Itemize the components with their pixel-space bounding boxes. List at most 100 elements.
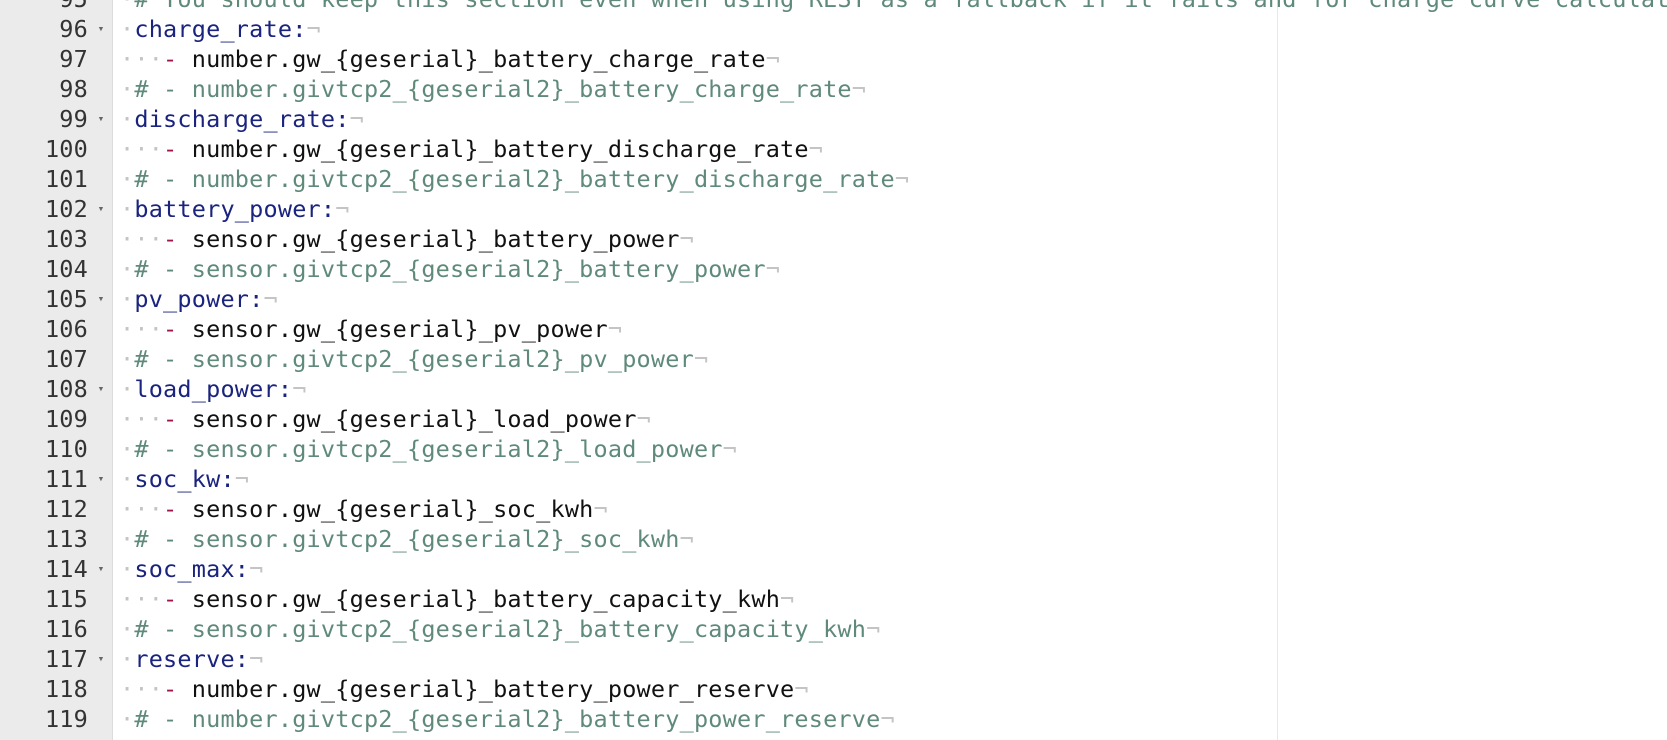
eol-marker: ¬	[679, 225, 694, 253]
line-text[interactable]: ···- sensor.gw_{geserial}_pv_power¬	[120, 314, 622, 344]
code-line[interactable]: 118 ···- number.gw_{geserial}_battery_pow…	[0, 674, 1667, 704]
code-line[interactable]: 101 ·# - number.givtcp2_{geserial2}_batte…	[0, 164, 1667, 194]
yaml-value: number.gw_{geserial}_battery_discharge_r…	[191, 135, 809, 163]
line-text[interactable]: ·# You should keep this section even whe…	[120, 0, 1667, 14]
fold-toggle-icon[interactable]: ▾	[97, 292, 105, 305]
fold-toggle-icon[interactable]: ▾	[97, 652, 105, 665]
code-line[interactable]: 99▾·discharge_rate:¬	[0, 104, 1667, 134]
line-text[interactable]: ·reserve:¬	[120, 644, 264, 674]
line-text[interactable]: ···- number.gw_{geserial}_battery_charge…	[120, 44, 780, 74]
eol-marker: ¬	[349, 105, 364, 133]
line-text[interactable]: ···- sensor.gw_{geserial}_soc_kwh¬	[120, 494, 608, 524]
code-line[interactable]: 110·# - sensor.givtcp2_{geserial2}_load_…	[0, 434, 1667, 464]
line-text[interactable]: ·charge_rate:¬	[120, 14, 321, 44]
fold-toggle-icon[interactable]: ▾	[97, 382, 105, 395]
code-line[interactable]: 107 ·# - sensor.givtcp2_{geserial2}_pv_po…	[0, 344, 1667, 374]
eol-marker: ¬	[851, 75, 867, 103]
code-line[interactable]: 114 ▾ ·soc_max:¬	[0, 554, 1667, 584]
line-number: 117	[44, 645, 88, 673]
line-number: 112	[44, 495, 88, 523]
code-line[interactable]: 102▾·battery_power:¬	[0, 194, 1667, 224]
indent-marker: ·	[120, 555, 135, 583]
code-line[interactable]: 116·# - sensor.givtcp2_{geserial2}_batte…	[0, 614, 1667, 644]
yaml-value: number.gw_{geserial}_battery_charge_rate	[191, 45, 766, 73]
yaml-key: battery_power:	[134, 195, 336, 223]
code-line[interactable]: 95·# You should keep this section even w…	[0, 0, 1667, 14]
code-line[interactable]: 112 ···- sensor.gw_{geserial}_soc_kwh¬	[0, 494, 1667, 524]
eol-marker: ¬	[335, 195, 350, 223]
indent-marker: ·	[120, 285, 135, 313]
line-number: 119	[44, 705, 88, 733]
line-number: 114	[44, 555, 88, 583]
code-line[interactable]: 111▾·soc_kw:¬	[0, 464, 1667, 494]
line-text[interactable]: ·soc_kw:¬	[120, 464, 249, 494]
indent-marker: ·	[120, 105, 135, 133]
comment-value: sensor.givtcp2_{geserial2}_pv_power	[191, 345, 694, 373]
code-line[interactable]: 105▾·pv_power:¬	[0, 284, 1667, 314]
line-text[interactable]: ···- sensor.gw_{geserial}_battery_capaci…	[120, 584, 794, 614]
code-line[interactable]: 100 ···- number.gw_{geserial}_battery_dis…	[0, 134, 1667, 164]
eol-marker: ¬	[880, 705, 895, 733]
yaml-key: soc_kw:	[134, 465, 235, 493]
line-text[interactable]: ·# - sensor.givtcp2_{geserial2}_pv_power…	[120, 344, 708, 374]
code-line[interactable]: 119 ·# - number.givtcp2_{geserial2}_batte…	[0, 704, 1667, 734]
line-number: 115	[44, 585, 88, 613]
indent-marker: ···	[120, 225, 164, 253]
eol-marker: ¬	[234, 465, 250, 493]
line-text[interactable]: ·# - number.givtcp2_{geserial2}_battery_…	[120, 164, 909, 194]
eol-marker: ¬	[306, 15, 321, 43]
line-text[interactable]: ·# - sensor.givtcp2_{geserial2}_battery_…	[120, 614, 881, 644]
line-number: 100	[44, 135, 88, 163]
yaml-value: sensor.gw_{geserial}_battery_power	[191, 225, 680, 253]
line-text[interactable]: ·pv_power:¬	[120, 284, 278, 314]
indent-marker: ·	[120, 375, 135, 403]
fold-toggle-icon[interactable]: ▾	[97, 112, 105, 125]
code-line[interactable]: 106 ···- sensor.gw_{geserial}_pv_power¬	[0, 314, 1667, 344]
comment-value: sensor.givtcp2_{geserial2}_battery_power	[191, 255, 766, 283]
code-line[interactable]: 117 ▾ ·reserve:¬	[0, 644, 1667, 674]
line-text[interactable]: ·# - number.givtcp2_{geserial2}_battery_…	[120, 74, 866, 104]
code-line[interactable]: 97···- number.gw_{geserial}_battery_char…	[0, 44, 1667, 74]
line-text[interactable]: ···- sensor.gw_{geserial}_battery_power¬	[120, 224, 694, 254]
yaml-value: sensor.gw_{geserial}_battery_capacity_kw…	[191, 585, 781, 613]
line-number: 101	[44, 165, 88, 193]
code-line[interactable]: 109···- sensor.gw_{geserial}_load_power¬	[0, 404, 1667, 434]
indent-marker: ···	[120, 495, 164, 523]
code-line[interactable]: 103···- sensor.gw_{geserial}_battery_pow…	[0, 224, 1667, 254]
line-text[interactable]: ·# - sensor.givtcp2_{geserial2}_battery_…	[120, 254, 780, 284]
line-text[interactable]: ·battery_power:¬	[120, 194, 350, 224]
eol-marker: ¬	[679, 525, 694, 553]
indent-marker: ·	[120, 645, 135, 673]
code-line[interactable]: 115 ···- sensor.gw_{geserial}_battery_cap…	[0, 584, 1667, 614]
code-line[interactable]: 98·# - number.givtcp2_{geserial2}_batter…	[0, 74, 1667, 104]
code-line[interactable]: 113·# - sensor.givtcp2_{geserial2}_soc_k…	[0, 524, 1667, 554]
comment-value: number.givtcp2_{geserial2}_battery_charg…	[191, 75, 852, 103]
code-line[interactable]: 96▾·charge_rate:¬	[0, 14, 1667, 44]
line-number: 118	[44, 675, 88, 703]
code-line[interactable]: 104·# - sensor.givtcp2_{geserial2}_batte…	[0, 254, 1667, 284]
line-text[interactable]: ·soc_max:¬	[120, 554, 264, 584]
yaml-value: sensor.gw_{geserial}_soc_kwh	[191, 495, 594, 523]
line-number: 107	[44, 345, 88, 373]
fold-toggle-icon[interactable]: ▾	[97, 22, 105, 35]
line-text[interactable]: ···- number.gw_{geserial}_battery_discha…	[120, 134, 823, 164]
line-text[interactable]: ·discharge_rate:¬	[120, 104, 364, 134]
line-text[interactable]: ·# - number.givtcp2_{geserial2}_battery_…	[120, 704, 895, 734]
line-number: 106	[44, 315, 88, 343]
indent-marker: ·	[120, 345, 135, 373]
line-text[interactable]: ···- sensor.gw_{geserial}_load_power¬	[120, 404, 651, 434]
line-text[interactable]: ·# - sensor.givtcp2_{geserial2}_load_pow…	[120, 434, 737, 464]
fold-toggle-icon[interactable]: ▾	[97, 562, 105, 575]
code-line[interactable]: 108▾·load_power:¬	[0, 374, 1667, 404]
fold-toggle-icon[interactable]: ▾	[97, 202, 105, 215]
line-text[interactable]: ···- number.gw_{geserial}_battery_power_…	[120, 674, 809, 704]
line-text[interactable]: ·load_power:¬	[120, 374, 307, 404]
fold-toggle-icon[interactable]: ▾	[97, 472, 105, 485]
comment-value: sensor.givtcp2_{geserial2}_soc_kwh	[191, 525, 680, 553]
eol-marker: ¬	[593, 495, 608, 523]
line-text[interactable]: ·# - sensor.givtcp2_{geserial2}_soc_kwh¬	[120, 524, 694, 554]
comment-value: number.givtcp2_{geserial2}_battery_disch…	[191, 165, 895, 193]
code-area[interactable]	[113, 0, 1667, 740]
